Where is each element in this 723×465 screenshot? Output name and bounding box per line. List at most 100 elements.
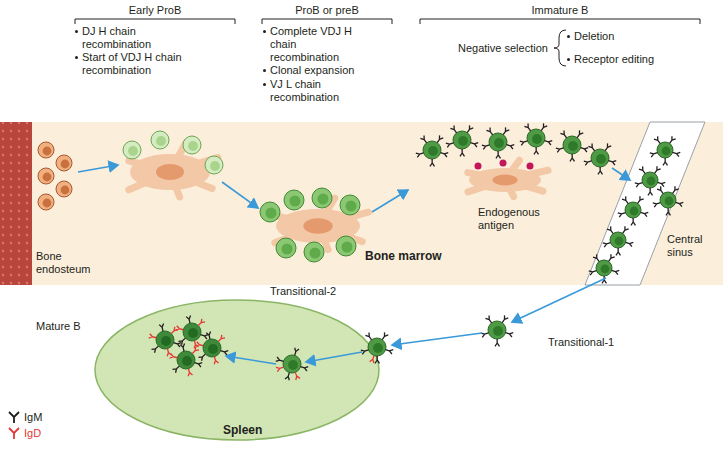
cell — [151, 131, 169, 149]
label-wrap: Bone endosteum — [36, 250, 106, 276]
cell — [596, 260, 612, 276]
nucleus — [493, 326, 503, 336]
receptor — [609, 161, 617, 165]
label-wrap: VJ L chain recombination — [270, 78, 380, 104]
legend-symbol — [9, 412, 19, 423]
receptor — [460, 149, 465, 156]
antigen — [527, 163, 534, 170]
receptor — [541, 123, 547, 130]
nucleus — [210, 161, 220, 171]
cell — [642, 172, 658, 188]
receptor — [375, 356, 380, 363]
receptor — [631, 218, 636, 225]
receptor — [295, 348, 299, 356]
label-wrap: Receptor editing — [574, 53, 654, 66]
cell — [205, 156, 223, 174]
receptor — [653, 203, 661, 207]
cell — [368, 338, 386, 356]
receptor — [612, 270, 620, 274]
receptor — [676, 202, 684, 206]
bullet-text: DJ H chain recombination — [82, 25, 200, 51]
nucleus — [647, 177, 656, 186]
nucleus — [310, 248, 321, 259]
nucleus — [43, 173, 52, 182]
receptor — [149, 334, 157, 338]
receptor — [650, 153, 658, 157]
nucleus — [568, 141, 578, 151]
label: Early ProB — [75, 4, 235, 17]
receptor — [301, 367, 309, 371]
receptor — [670, 136, 676, 143]
cell — [610, 232, 626, 248]
nucleus — [601, 265, 610, 274]
nucleus — [182, 356, 192, 366]
region-name: Spleen — [223, 424, 262, 437]
cell — [591, 149, 609, 167]
cell — [563, 136, 581, 154]
receptor — [593, 254, 599, 261]
nucleus — [662, 147, 671, 156]
label-wrap: Mature B — [36, 320, 86, 333]
receptor — [638, 196, 644, 203]
receptor — [622, 196, 628, 203]
bullet-dot — [263, 83, 266, 86]
cells — [38, 123, 683, 380]
receptor — [201, 335, 209, 339]
receptor — [486, 128, 492, 135]
bullet-text: Clonal expansion — [270, 64, 380, 77]
receptor — [641, 212, 649, 216]
antigen — [475, 163, 482, 170]
receptor — [663, 158, 668, 165]
nucleus — [494, 138, 504, 148]
cell — [453, 131, 471, 149]
receptor — [167, 349, 171, 357]
receptor — [416, 153, 424, 157]
receptor — [588, 144, 594, 151]
label-wrap: IgD — [24, 427, 41, 440]
cell — [423, 141, 441, 159]
label: Transitional-1 — [548, 336, 614, 349]
cell — [38, 194, 54, 210]
label: Central sinus — [667, 233, 719, 259]
receptor — [173, 366, 180, 373]
receptor — [206, 332, 210, 340]
cell — [177, 351, 195, 369]
bullet-dot — [75, 30, 78, 33]
nucleus — [156, 136, 166, 146]
receptor — [195, 363, 203, 367]
receptor — [635, 183, 643, 187]
nucleus — [188, 141, 198, 151]
label: Negative selection — [458, 42, 548, 55]
receptor — [560, 131, 566, 138]
stromal-cell — [469, 168, 541, 192]
nucleus — [188, 328, 198, 338]
receptor — [214, 357, 218, 365]
receptor — [655, 166, 661, 173]
cell — [336, 236, 356, 256]
cell — [304, 242, 324, 262]
receptor — [467, 125, 473, 132]
label-wrap: Spleen — [223, 424, 262, 437]
receptor — [609, 254, 615, 261]
receptor — [556, 148, 564, 152]
receptor — [446, 143, 454, 147]
stromal-nucleus — [492, 175, 517, 186]
bullet-dot — [263, 30, 266, 33]
receptor — [420, 136, 426, 143]
receptor — [186, 316, 190, 324]
nucleus — [61, 160, 70, 169]
cell — [56, 155, 72, 171]
receptor — [581, 148, 589, 152]
nucleus — [128, 146, 138, 156]
receptor — [654, 136, 660, 143]
nucleus — [318, 194, 329, 205]
label-wrap: IgM — [24, 411, 42, 424]
receptor — [276, 357, 284, 361]
cell — [276, 238, 296, 258]
receptor — [198, 319, 205, 326]
nucleus — [342, 242, 353, 253]
bullet-text: Deletion — [574, 30, 614, 43]
bullet-dot — [75, 56, 78, 59]
receptor — [430, 159, 435, 166]
label-wrap: Immature B — [420, 4, 700, 17]
